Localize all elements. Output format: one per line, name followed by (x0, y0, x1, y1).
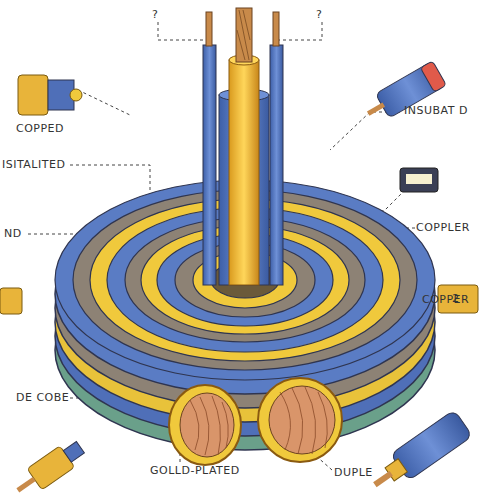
leader-line (78, 90, 130, 115)
insulated-wire (270, 45, 283, 285)
strand-line (237, 10, 250, 60)
connector-body (18, 75, 48, 115)
strand-lines (237, 10, 250, 60)
terminal-face (406, 174, 432, 184)
cutaway-copper (180, 393, 234, 457)
bottom-tube (366, 410, 473, 498)
leader-line (330, 112, 400, 150)
gold-conductor (229, 60, 259, 285)
part-label: COPPED (16, 122, 64, 135)
leader-line (276, 22, 322, 40)
connector-sleeve (63, 441, 84, 462)
copper-strand (236, 8, 252, 62)
part-label: INSUBAT D (404, 104, 468, 117)
part-label: ? (316, 8, 322, 21)
insulated-wire (203, 45, 216, 285)
part-label: DUPLE (334, 466, 373, 479)
leader-line (158, 22, 206, 40)
part-label: ? (152, 8, 158, 21)
part-label: DE COBE (16, 391, 69, 404)
strand-lines (190, 387, 327, 455)
part-label: COPPLER (416, 221, 470, 234)
connector-tip (70, 89, 82, 101)
copper-tip (273, 12, 279, 46)
part-label: COPPER (422, 293, 469, 306)
copper-tip (367, 102, 385, 115)
cutaway-jacket (169, 385, 241, 465)
terminal-block (400, 168, 438, 192)
copper-tip (373, 471, 393, 487)
tube-cap (420, 61, 446, 92)
copper-tip (16, 477, 35, 493)
part-label: GOLLD-PLATED (150, 464, 240, 477)
cutaway-copper (269, 386, 335, 454)
bottom-connector (11, 437, 88, 500)
part-label: ISITALITED (2, 158, 65, 171)
cutaway-jacket (258, 378, 342, 462)
strand-line (280, 387, 327, 454)
strand-line (190, 396, 228, 455)
part-label: 2 (452, 292, 460, 305)
part-label: ND (4, 227, 22, 240)
yellow-block (0, 288, 22, 314)
copper-tip (206, 12, 212, 46)
